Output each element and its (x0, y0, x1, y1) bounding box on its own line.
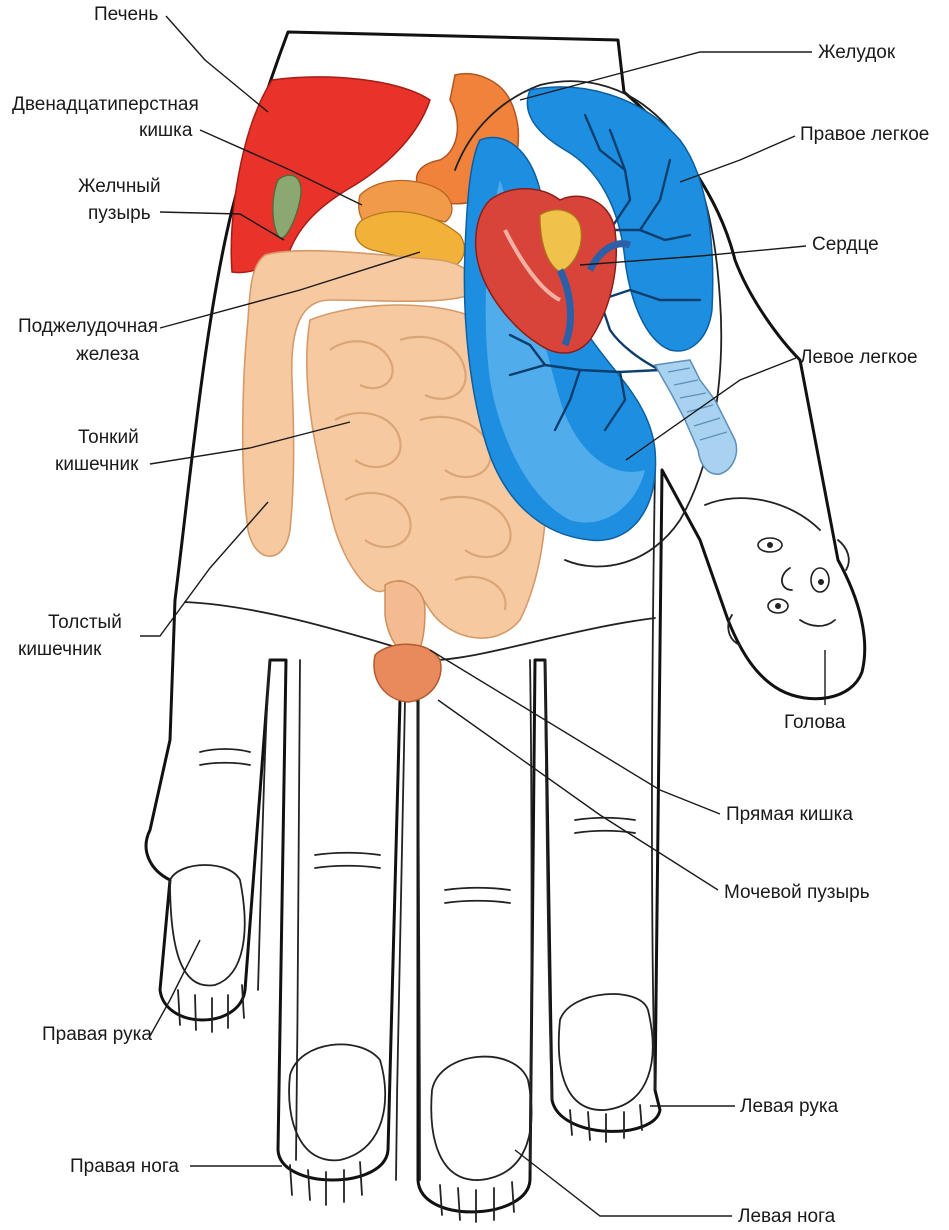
label-liver: Печень (94, 4, 159, 25)
label-gallbladder-line2: пузырь (88, 203, 151, 224)
label-duodenum-line2: кишка (139, 120, 193, 141)
leader-left-leg (515, 1150, 732, 1216)
label-heart: Сердце (812, 234, 879, 255)
label-duodenum-line1: Двенадцатиперстная (12, 94, 199, 115)
label-left-leg: Левая нога (738, 1206, 836, 1227)
leader-right-lung (680, 136, 795, 182)
label-right-lung: Правое легкое (800, 124, 929, 145)
label-small-intestine-line1: Тонкий (78, 427, 139, 448)
label-pancreas-line1: Поджелудочная (18, 316, 158, 337)
label-large-intestine-line2: кишечник (18, 639, 102, 660)
label-small-intestine-line2: кишечник (55, 454, 139, 475)
label-left-arm: Левая рука (740, 1096, 839, 1117)
label-left-lung: Левое легкое (800, 347, 918, 368)
label-gallbladder-line1: Желчный (78, 176, 161, 197)
label-rectum: Прямая кишка (726, 804, 853, 825)
label-large-intestine-line1: Толстый (48, 612, 122, 633)
label-head: Голова (784, 712, 846, 733)
label-pancreas-line2: железа (76, 344, 140, 365)
label-right-leg: Правая нога (70, 1156, 179, 1177)
label-stomach: Желудок (818, 42, 896, 63)
label-right-arm: Правая рука (42, 1024, 152, 1045)
label-bladder: Мочевой пузырь (724, 882, 870, 903)
